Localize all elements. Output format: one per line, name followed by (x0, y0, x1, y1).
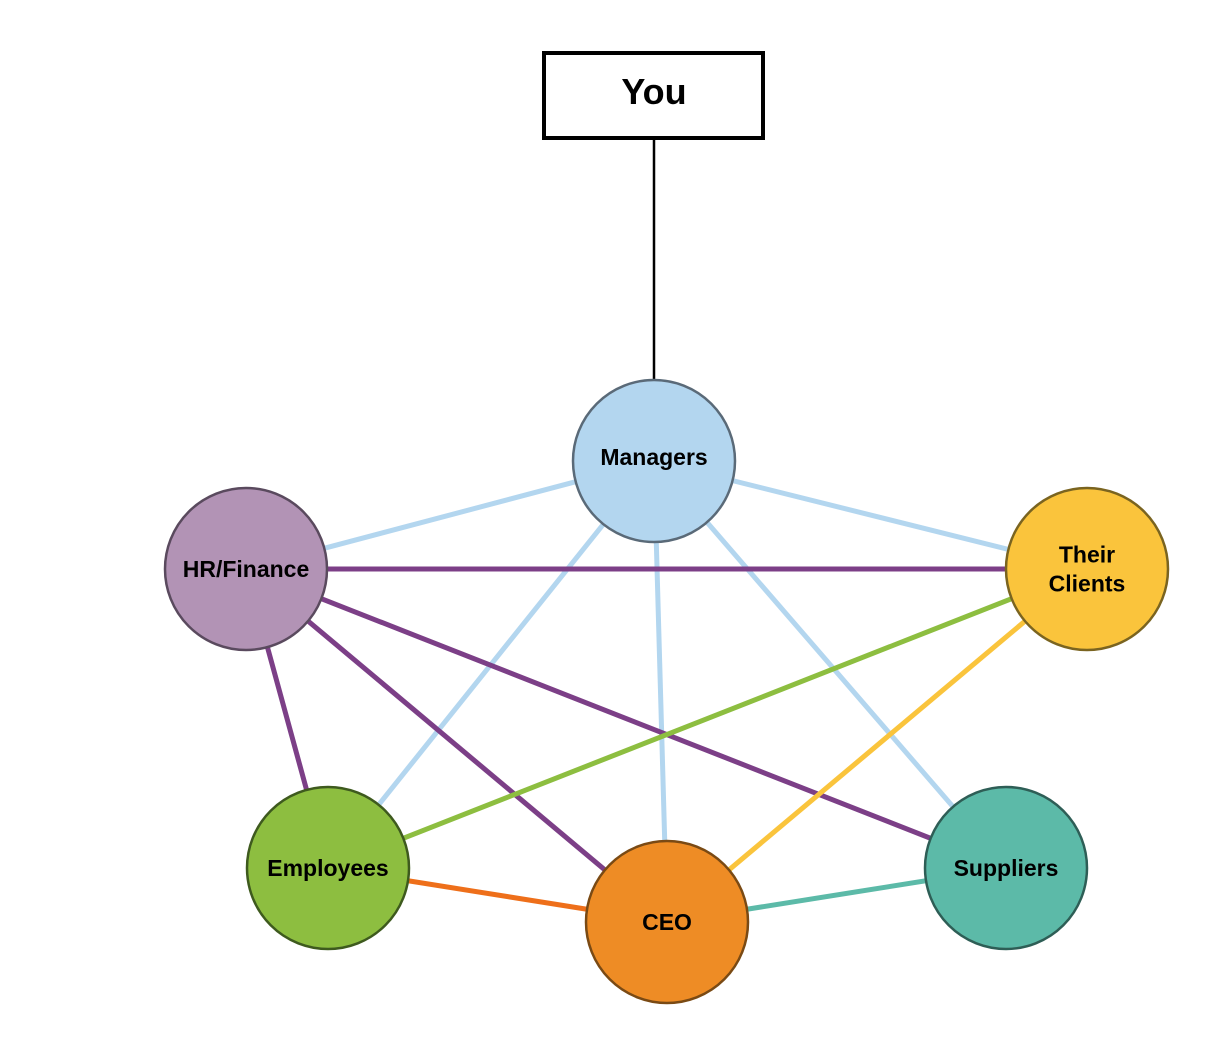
edge-their-clients-employees (327, 566, 1088, 871)
node-hr-finance-circle (163, 486, 329, 652)
nodes: ManagersHR/FinanceTheirClientsEmployeesC… (163, 378, 1170, 1005)
node-their-clients-label: Clients (1049, 571, 1126, 597)
node-employees-circle (245, 785, 411, 951)
edge-their-clients-ceo (665, 567, 1089, 924)
edge-hr-finance-ceo (244, 567, 669, 924)
node-employees-label: Employees (267, 855, 388, 881)
node-hr-finance-label: HR/Finance (183, 556, 310, 582)
you-box[interactable]: You (542, 51, 765, 140)
you-label: You (621, 71, 686, 112)
node-managers-circle (571, 378, 737, 544)
node-their-clients-circle (1004, 486, 1170, 652)
edge-hr-finance-suppliers (245, 566, 1007, 871)
node-their-clients-label: Their (1059, 542, 1115, 568)
node-managers-label: Managers (600, 444, 707, 470)
node-suppliers-label: Suppliers (954, 855, 1059, 881)
node-ceo-label: CEO (642, 909, 692, 935)
you-box-frame (542, 51, 765, 140)
node-hr-finance[interactable]: HR/Finance (163, 486, 329, 652)
node-ceo-circle (584, 839, 750, 1005)
edge-managers-suppliers (652, 459, 1008, 870)
node-suppliers[interactable]: Suppliers (923, 785, 1089, 951)
node-ceo[interactable]: CEO (584, 839, 750, 1005)
node-managers[interactable]: Managers (571, 378, 737, 544)
node-suppliers-circle (923, 785, 1089, 951)
node-employees[interactable]: Employees (245, 785, 411, 951)
